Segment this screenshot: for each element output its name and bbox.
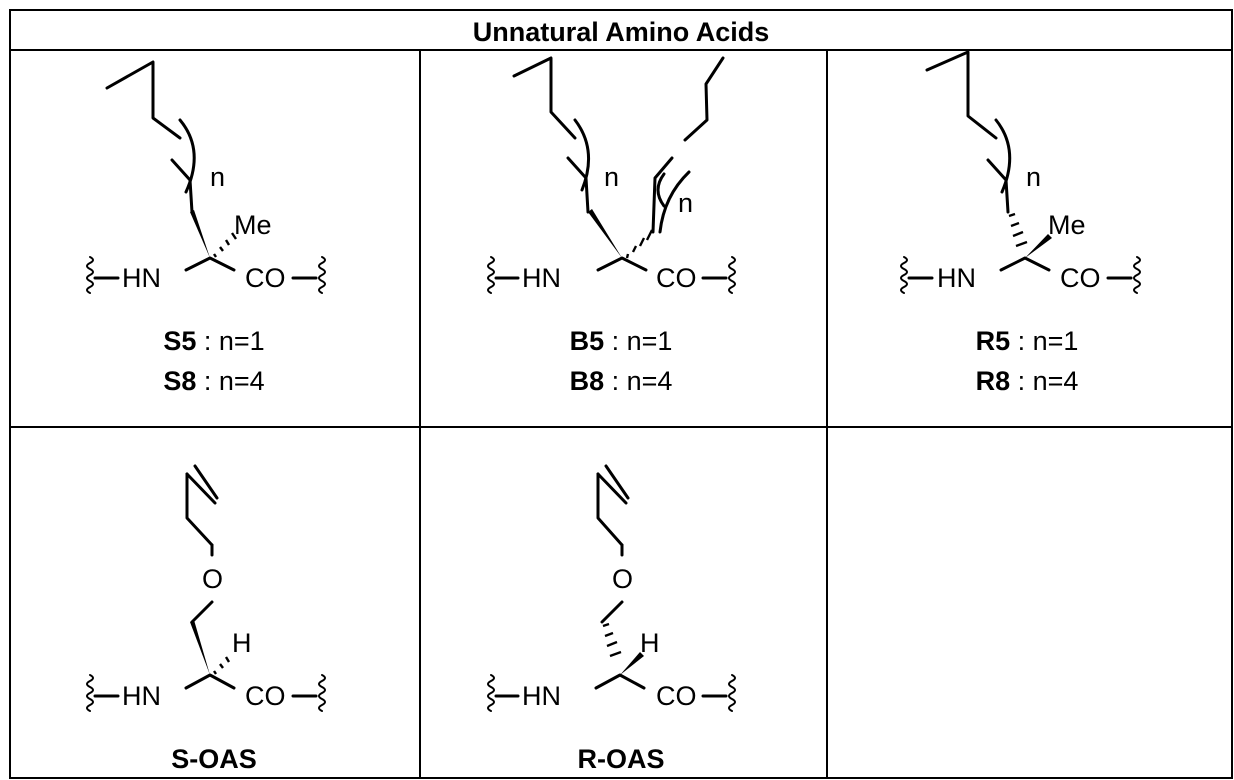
paren-open <box>656 172 666 208</box>
table-grid <box>9 9 1233 779</box>
label-h: H <box>640 628 660 658</box>
label-me: Me <box>1048 210 1086 240</box>
structure-r-series: Me n HN CO R5 : n=1 R8 : n=4 <box>900 50 1141 396</box>
wavy-right <box>728 674 736 712</box>
structure-s-series: Me n HN CO S5 : n=1 S8 : n=4 <box>86 60 326 396</box>
label-co: CO <box>245 681 286 711</box>
wedge-bond <box>588 209 622 258</box>
svg-text:R5 : n=1: R5 : n=1 <box>976 326 1079 356</box>
wavy-right <box>1133 256 1141 294</box>
alkene-chain <box>925 50 998 140</box>
backbone-bonds <box>999 256 1051 272</box>
label-n: n <box>1026 162 1041 192</box>
compound-r-oas: R-OAS <box>578 744 665 774</box>
wavy-left <box>900 256 908 294</box>
alkyl-chain <box>986 158 1010 214</box>
allyl-chain <box>185 472 214 547</box>
structure-r-oas: O H HN CO R-OAS <box>487 464 736 774</box>
alkene-chain-right <box>683 56 725 142</box>
compound-b5: B5 <box>570 326 605 356</box>
hashed-bond <box>602 622 622 658</box>
compound-r5: R5 <box>976 326 1011 356</box>
svg-text:S5 : n=1: S5 : n=1 <box>163 326 264 356</box>
compound-s8: S8 <box>163 366 196 396</box>
label-o: O <box>612 564 633 594</box>
table-title: Unnatural Amino Acids <box>473 17 770 47</box>
svg-text:B8 : n=4: B8 : n=4 <box>570 366 673 396</box>
label-hn: HN <box>122 681 161 711</box>
n-loop-bracket-right <box>658 170 691 234</box>
svg-text:B5 : n=1: B5 : n=1 <box>570 326 673 356</box>
ether-bonds <box>600 543 624 624</box>
label-n-left: n <box>604 162 619 192</box>
backbone-bonds <box>594 673 646 690</box>
label-co: CO <box>245 263 286 293</box>
label-hn: HN <box>522 681 561 711</box>
wedge-bond <box>620 652 644 675</box>
allyl-chain <box>596 472 624 547</box>
label-n: n <box>210 162 225 192</box>
backbone-bonds <box>184 673 236 690</box>
alkene-chain <box>105 60 182 140</box>
hashed-bond <box>213 232 237 258</box>
ether-bonds <box>190 543 214 624</box>
hashed-bond <box>213 656 231 675</box>
n-loop-bracket <box>178 118 196 194</box>
structure-b-series: n n HN CO B5 : n=1 B8 : n=4 <box>487 56 736 396</box>
wavy-left <box>487 674 495 712</box>
label-me: Me <box>234 210 272 240</box>
n-loop-bracket-left <box>573 118 591 192</box>
backbone-bonds <box>184 256 236 272</box>
structure-s-oas: O H HN CO S-OAS <box>86 464 326 774</box>
n-loop-bracket <box>994 118 1012 194</box>
wavy-left <box>86 674 94 712</box>
label-hn: HN <box>122 263 161 293</box>
hashed-bond <box>625 229 654 259</box>
alkyl-chain-left <box>566 156 590 214</box>
compound-s-oas: S-OAS <box>171 744 257 774</box>
alkene-chain-left <box>512 56 577 140</box>
label-o: O <box>202 564 223 594</box>
wavy-right <box>728 256 736 294</box>
label-h: H <box>232 628 252 658</box>
label-hn: HN <box>937 263 976 293</box>
wavy-right <box>318 256 326 294</box>
svg-text:S8 : n=4: S8 : n=4 <box>163 366 264 396</box>
wedge-bond <box>190 210 210 258</box>
label-n-right: n <box>678 188 693 218</box>
label-co: CO <box>656 681 697 711</box>
compound-r8: R8 <box>976 366 1011 396</box>
compound-b8: B8 <box>570 366 605 396</box>
wavy-left <box>487 256 495 294</box>
wavy-right <box>318 674 326 712</box>
compound-s5: S5 <box>163 326 196 356</box>
label-co: CO <box>1060 263 1101 293</box>
alkyl-chain-right <box>651 156 674 234</box>
hashed-bond <box>1008 212 1028 248</box>
wedge-bond <box>1025 234 1052 258</box>
wavy-left <box>86 256 94 294</box>
alkyl-chain <box>170 158 194 214</box>
label-co: CO <box>656 263 697 293</box>
label-hn: HN <box>522 263 561 293</box>
wedge-bond <box>190 620 210 675</box>
svg-text:R8 : n=4: R8 : n=4 <box>976 366 1079 396</box>
backbone-bonds <box>596 256 648 272</box>
